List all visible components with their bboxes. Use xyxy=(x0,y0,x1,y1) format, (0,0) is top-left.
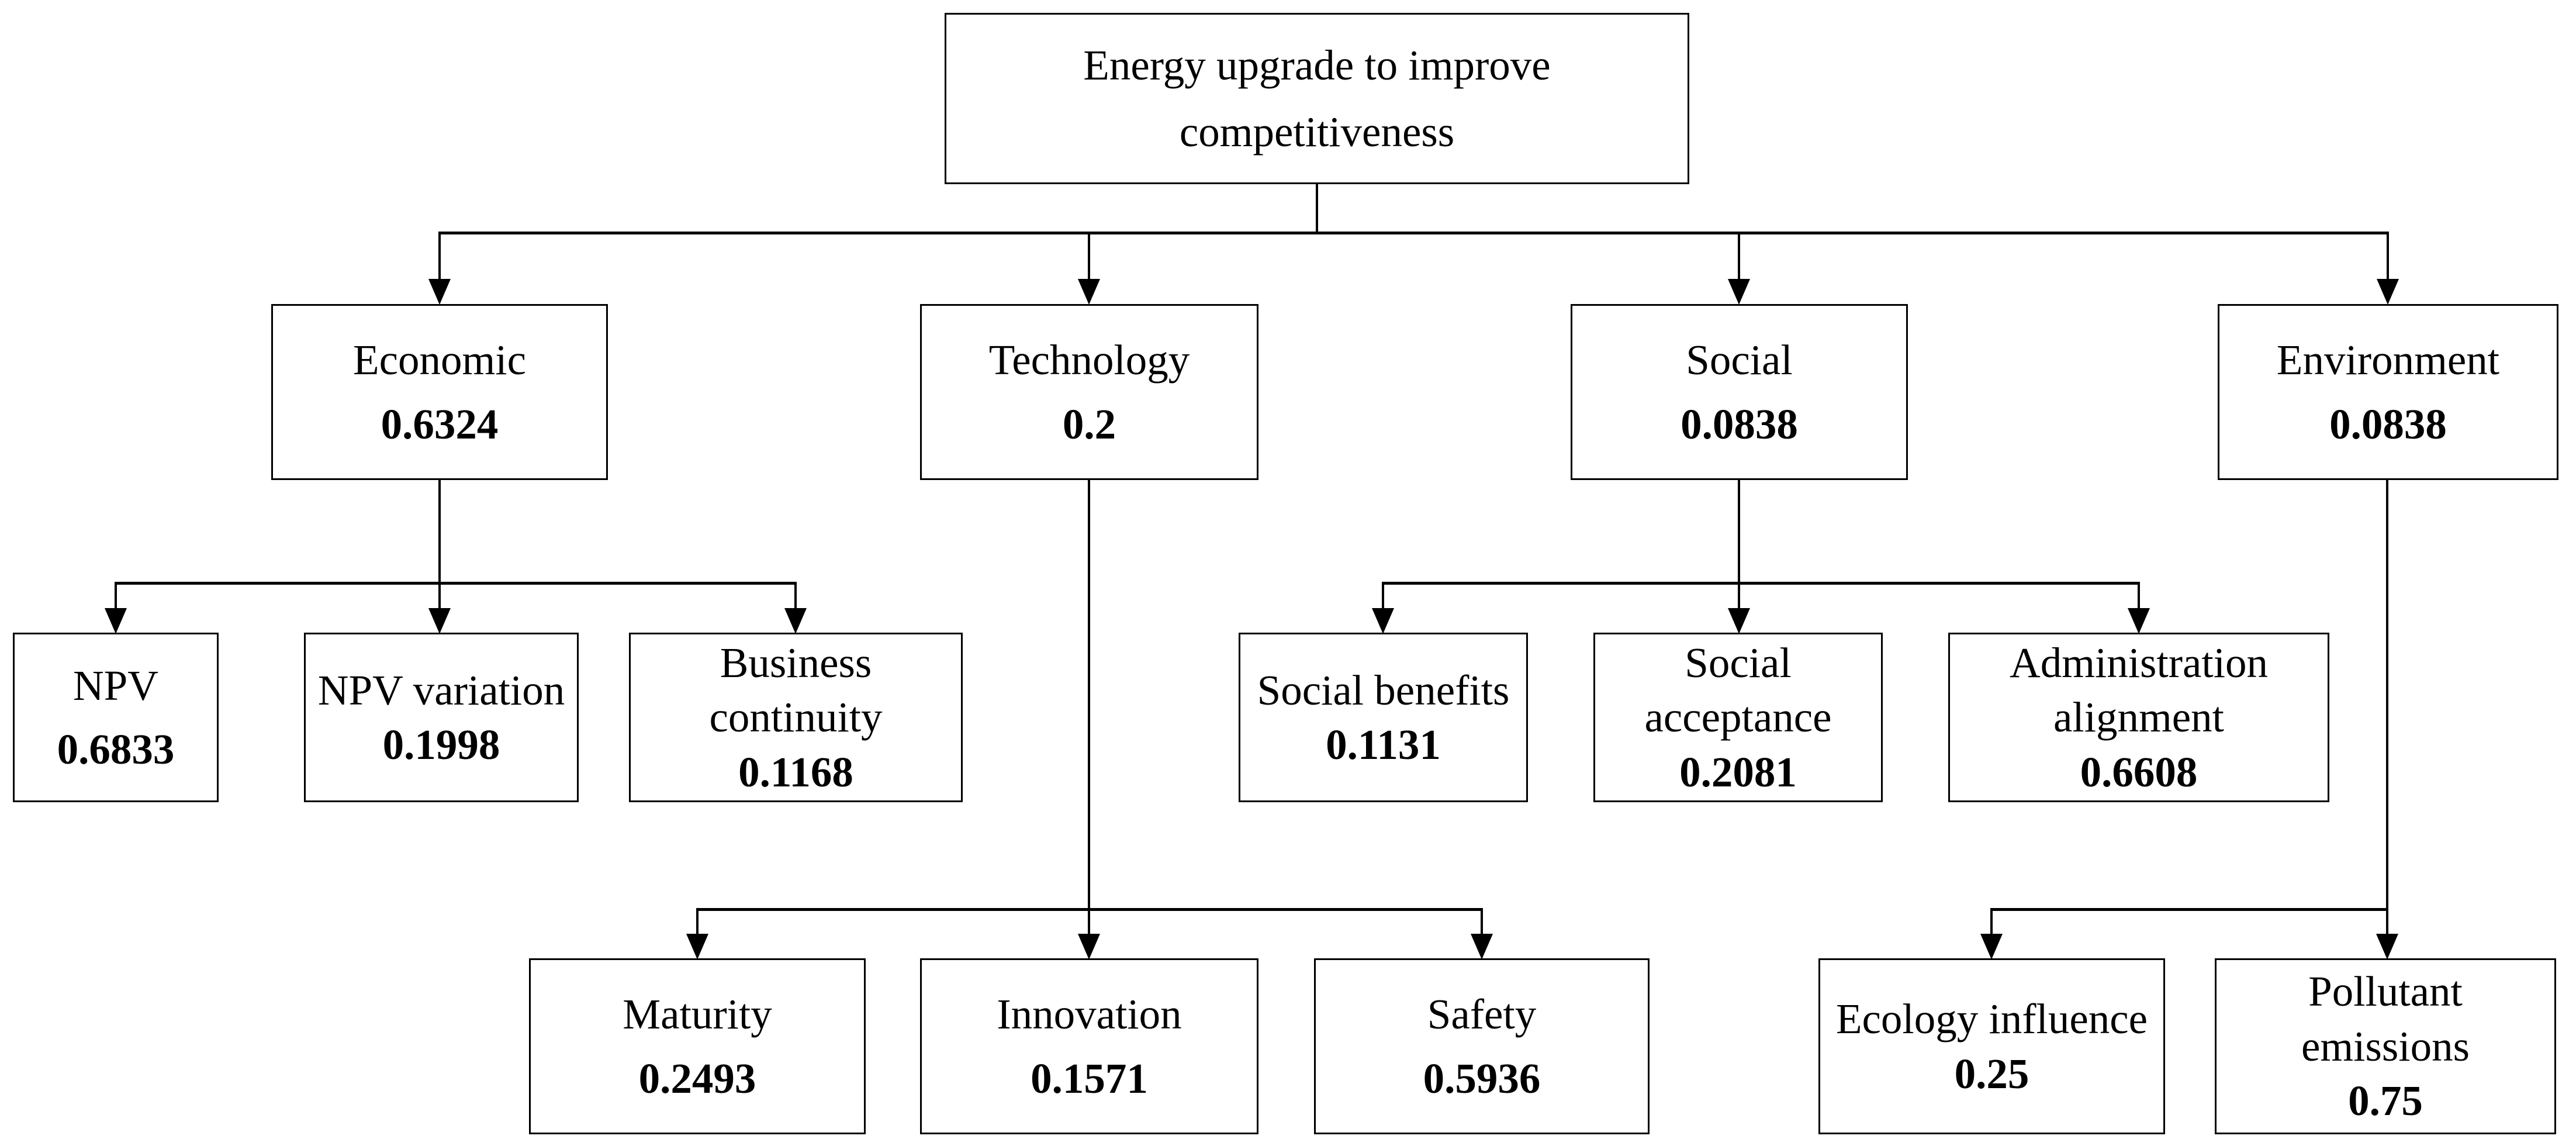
connector-environment-branch xyxy=(1990,908,2388,911)
arrow-down-icon-environment xyxy=(2377,279,2399,305)
arrow-down-icon-pollutant-emissions xyxy=(2376,934,2398,959)
node-innovation: Innovation 0.1571 xyxy=(920,958,1258,1134)
node-npv-variation: NPV variation 0.1998 xyxy=(304,633,579,802)
node-label: Social xyxy=(1686,336,1793,384)
connector-root-stem xyxy=(1316,184,1318,234)
connector-social-branch xyxy=(1382,582,2140,585)
arrow-down-icon-social-benefits xyxy=(1372,608,1394,634)
connector-drop-maturity xyxy=(696,908,699,936)
arrow-down-icon-administration-alignment xyxy=(2128,608,2150,634)
node-label: Pollutant emissions xyxy=(2301,968,2470,1070)
node-label: Business continuity xyxy=(709,638,883,741)
node-root-goal: Energy upgrade to improve competitivenes… xyxy=(945,13,1689,184)
connector-drop-safety xyxy=(1481,908,1483,936)
node-ecology-influence: Ecology influence 0.25 xyxy=(1818,958,2165,1134)
connector-environment-stem xyxy=(2386,480,2388,936)
connector-technology-stem xyxy=(1088,480,1090,936)
arrow-down-icon-social-acceptance xyxy=(1728,608,1750,634)
connector-drop-npv xyxy=(115,582,117,609)
arrow-down-icon-technology xyxy=(1078,279,1100,305)
node-value: 0.6608 xyxy=(2080,748,2198,796)
connector-technology-branch xyxy=(696,908,1483,911)
connector-drop-social-benefits xyxy=(1382,582,1384,609)
node-label: Social benefits xyxy=(1257,666,1510,714)
connector-drop-business-continuity xyxy=(794,582,797,609)
node-value: 0.2493 xyxy=(638,1054,756,1102)
node-maturity: Maturity 0.2493 xyxy=(529,958,866,1134)
node-value: 0.5936 xyxy=(1423,1054,1541,1102)
node-value: 0.75 xyxy=(2348,1077,2423,1125)
connector-drop-social xyxy=(1738,232,1740,281)
node-label: Environment xyxy=(2276,336,2500,384)
node-label: Administration alignment xyxy=(2009,638,2269,741)
node-value: 0.1998 xyxy=(382,721,500,768)
node-label: Ecology influence xyxy=(1835,995,2148,1043)
node-pollutant-emissions: Pollutant emissions 0.75 xyxy=(2215,958,2556,1134)
connector-drop-administration-alignment xyxy=(2138,582,2140,609)
connector-drop-environment xyxy=(2387,232,2389,281)
arrow-down-icon-maturity xyxy=(686,934,708,959)
node-label: Innovation xyxy=(997,990,1182,1038)
arrow-down-icon-ecology-influence xyxy=(1980,934,2003,959)
arrow-down-icon-npv xyxy=(105,608,127,634)
arrow-down-icon-social xyxy=(1728,279,1750,305)
connector-economic-branch xyxy=(115,582,797,585)
node-value: 0.25 xyxy=(1954,1050,2029,1097)
arrow-down-icon-economic xyxy=(428,279,451,305)
arrow-down-icon-npv-variation xyxy=(428,608,451,634)
node-npv: NPV 0.6833 xyxy=(13,633,219,802)
node-label: Economic xyxy=(353,336,526,384)
node-safety: Safety 0.5936 xyxy=(1314,958,1650,1134)
node-social-acceptance: Social acceptance 0.2081 xyxy=(1593,633,1883,802)
node-social: Social 0.0838 xyxy=(1571,304,1908,480)
connector-drop-ecology-influence xyxy=(1990,908,1993,936)
node-administration-alignment: Administration alignment 0.6608 xyxy=(1948,633,2329,802)
node-label: Social acceptance xyxy=(1644,638,1832,741)
arrow-down-icon-innovation xyxy=(1078,934,1100,959)
node-value: 0.2 xyxy=(1062,400,1116,448)
node-business-continuity: Business continuity 0.1168 xyxy=(629,633,963,802)
node-label: NPV xyxy=(72,661,159,709)
node-value: 0.1168 xyxy=(738,748,853,796)
node-social-benefits: Social benefits 0.1131 xyxy=(1239,633,1528,802)
connector-drop-economic xyxy=(438,232,441,281)
connector-economic-stem xyxy=(438,480,441,609)
node-label: Technology xyxy=(988,336,1190,384)
arrow-down-icon-business-continuity xyxy=(784,608,807,634)
node-value: 0.6833 xyxy=(57,726,175,773)
node-value: 0.1571 xyxy=(1031,1054,1148,1102)
node-economic: Economic 0.6324 xyxy=(271,304,608,480)
node-environment: Environment 0.0838 xyxy=(2218,304,2558,480)
node-technology: Technology 0.2 xyxy=(920,304,1258,480)
connector-root-branch xyxy=(438,232,2389,234)
node-value: 0.2081 xyxy=(1679,748,1797,796)
node-value: 0.1131 xyxy=(1326,721,1441,768)
node-value: 0.6324 xyxy=(381,400,499,448)
connector-drop-technology xyxy=(1088,232,1090,281)
node-label: Energy upgrade to improve competitivenes… xyxy=(1083,42,1551,156)
node-label: Maturity xyxy=(623,990,772,1038)
node-value: 0.0838 xyxy=(2329,400,2447,448)
arrow-down-icon-safety xyxy=(1471,934,1493,959)
connector-social-stem xyxy=(1738,480,1740,609)
node-value: 0.0838 xyxy=(1681,400,1798,448)
node-label: NPV variation xyxy=(317,666,565,714)
node-label: Safety xyxy=(1427,990,1537,1038)
